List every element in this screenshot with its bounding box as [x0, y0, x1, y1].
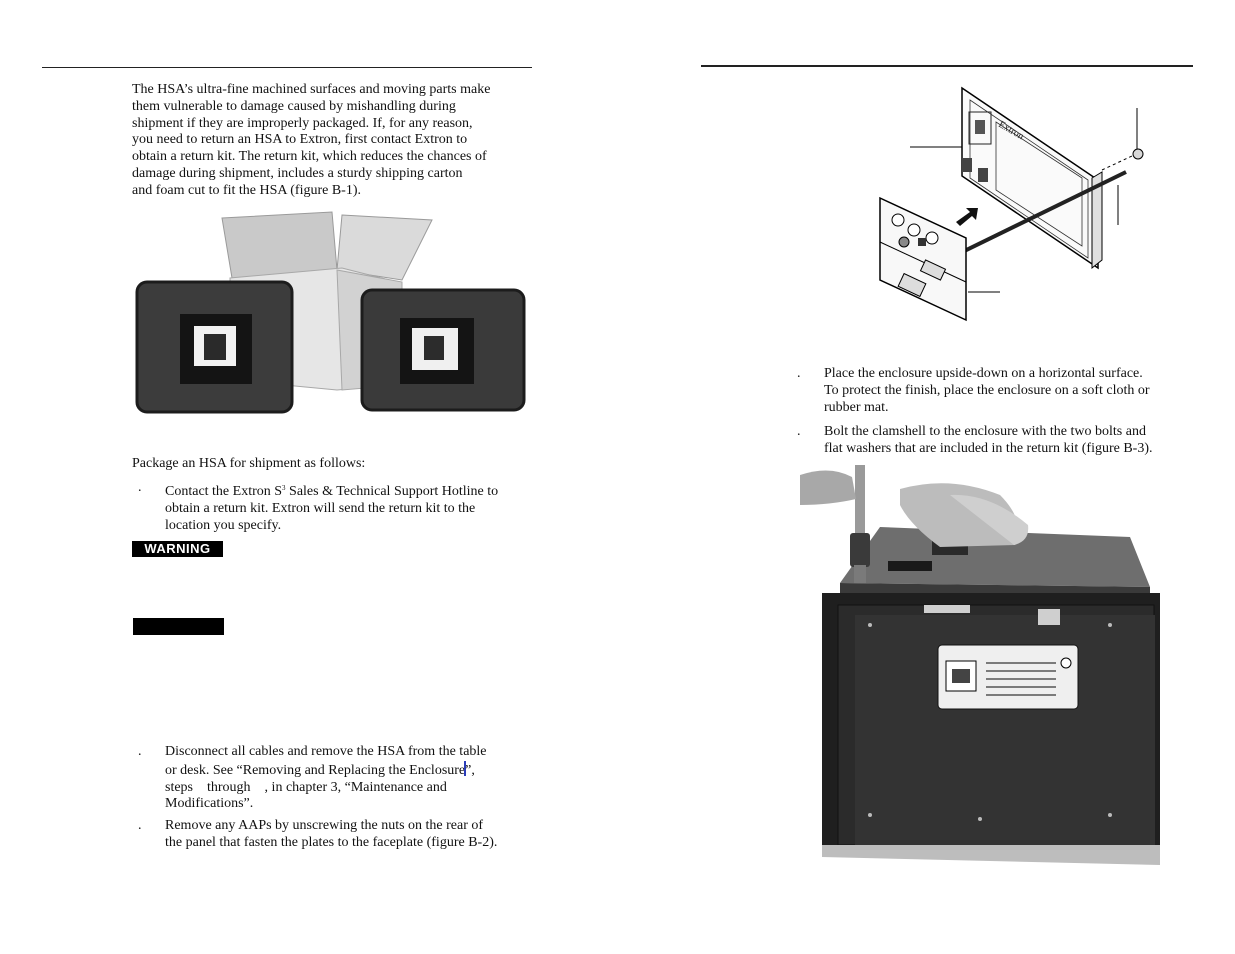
intro-line: obtain a return kit. The return kit, whi… — [132, 149, 487, 165]
step-line: flat washers that are included in the re… — [824, 440, 1153, 456]
step-line: Remove any AAPs by unscrewing the nuts o… — [165, 818, 484, 833]
right-header-rule — [701, 65, 1193, 67]
step-number: . — [138, 480, 142, 495]
step-3: . Remove any AAPs by unscrewing the nuts… — [138, 818, 538, 854]
step-number: . — [797, 424, 801, 439]
warning-badge: WARNING — [132, 541, 223, 557]
step-number: . — [797, 366, 801, 381]
faceplate-diagram: Extron — [879, 86, 1144, 322]
step-5: . Bolt the clamshell to the enclosure wi… — [797, 424, 1217, 460]
enclosure-bolting-photo — [800, 465, 1162, 877]
step-2: . Disconnect all cables and remove the H… — [138, 744, 538, 812]
package-intro: Package an HSA for shipment as follows: — [132, 456, 366, 471]
intro-line: them vulnerable to damage caused by mish… — [132, 98, 456, 114]
step-number: . — [138, 744, 142, 759]
step-line: steps through , in chapter 3, “Maintenan… — [165, 779, 447, 795]
step-line: obtain a return kit. Extron will send th… — [165, 500, 476, 516]
caution-bar — [133, 618, 224, 635]
step-text: Remove any AAPs by unscrewing the nuts o… — [165, 818, 497, 852]
step-text: Contact the Extron S3 Sales & Technical … — [165, 480, 498, 534]
left-header-rule — [42, 67, 532, 68]
step-text-part: ”, — [465, 762, 475, 778]
step-line: rubber mat. — [824, 399, 889, 415]
step-text: Disconnect all cables and remove the HSA… — [165, 744, 487, 813]
step-line: the panel that fasten the plates to the … — [165, 834, 498, 850]
step-text: Bolt the clamshell to the enclosure with… — [824, 424, 1153, 458]
intro-line: shipment if they are improperly packaged… — [132, 115, 473, 131]
step-text: Place the enclosure upside-down on a hor… — [824, 366, 1150, 416]
step-number: . — [138, 818, 142, 833]
intro-line: and foam cut to fit the HSA (figure B-1)… — [132, 182, 362, 198]
step-text-part: or desk. See “Removing and Replacing the… — [165, 762, 466, 778]
step-text-part: Contact the Extron S — [165, 484, 283, 499]
step-line: Disconnect all cables and remove the HSA… — [165, 744, 487, 759]
shipping-carton-photo — [132, 210, 532, 420]
step-4: . Place the enclosure upside-down on a h… — [797, 366, 1217, 418]
step-text-part: Sales & Technical Support Hotline to — [285, 484, 499, 499]
step-line: To protect the finish, place the enclosu… — [824, 382, 1150, 398]
intro-line: The HSA’s ultra-fine machined surfaces a… — [132, 82, 491, 97]
step-line: Modifications”. — [165, 796, 254, 812]
intro-paragraph: The HSA’s ultra-fine machined surfaces a… — [132, 82, 542, 200]
step-line: Place the enclosure upside-down on a hor… — [824, 366, 1143, 381]
step-1: . Contact the Extron S3 Sales & Technica… — [138, 480, 538, 534]
step-line: location you specify. — [165, 517, 282, 533]
step-line: Bolt the clamshell to the enclosure with… — [824, 424, 1146, 439]
text-cursor — [464, 760, 467, 776]
intro-line: you need to return an HSA to Extron, fir… — [132, 132, 468, 148]
superscript: 3 — [282, 484, 286, 492]
intro-line: damage during shipment, includes a sturd… — [132, 165, 463, 181]
